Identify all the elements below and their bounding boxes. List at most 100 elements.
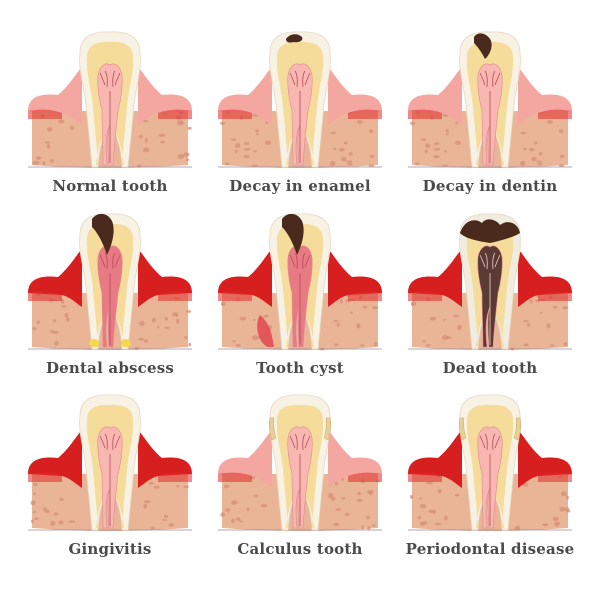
bone-pore (537, 163, 542, 166)
bone-pore (341, 497, 345, 499)
bone-pore (157, 326, 160, 328)
bone-pore (149, 482, 154, 485)
bone-pore (419, 497, 422, 499)
bone-pore (45, 141, 51, 144)
bone-pore (172, 312, 178, 316)
panel-dental-abscess: Dental abscess (10, 197, 210, 397)
bone-pore (66, 317, 70, 321)
bone-pore (139, 338, 144, 341)
bone-pore (224, 485, 230, 489)
bone-pore (536, 161, 543, 163)
bone-pore (420, 522, 425, 526)
bone-pore (445, 129, 449, 132)
tooth-illustration (390, 197, 590, 362)
bone-pore (33, 161, 40, 165)
panel-caption: Gingivitis (10, 540, 210, 558)
bone-pore (366, 516, 371, 520)
tooth-illustration (10, 197, 210, 362)
bone-pore (346, 161, 353, 163)
bone-pore (50, 521, 55, 526)
bone-pore (374, 342, 378, 346)
bone-pore (254, 150, 257, 152)
bone-pore (243, 155, 249, 158)
bone-pore (453, 315, 459, 318)
panel-calculus-tooth: Calculus tooth (200, 378, 400, 578)
tooth-illustration (390, 15, 590, 180)
bone-pore (36, 156, 42, 159)
bone-pore (225, 508, 231, 511)
panel-tooth-cyst: Tooth cyst (200, 197, 400, 397)
bone-pore (231, 138, 237, 141)
bone-pore (47, 127, 53, 131)
bone-pore (52, 331, 58, 334)
tooth-group (218, 214, 382, 351)
tooth-group (28, 32, 192, 168)
bone-pore (334, 343, 339, 346)
bone-pore (562, 307, 568, 309)
bone-pore (240, 317, 247, 321)
bone-pore (527, 323, 530, 327)
bone-pore (61, 305, 66, 307)
bone-pore (54, 341, 58, 346)
bone-pore (58, 120, 64, 124)
bone-pore (161, 141, 165, 144)
bone-pore (144, 504, 148, 509)
bone-pore (144, 340, 148, 343)
bone-pore (455, 141, 461, 145)
bone-pore (369, 164, 375, 167)
bone-pore (347, 163, 352, 166)
bone-pore (357, 492, 361, 495)
bone-pore (422, 340, 426, 342)
bone-pore (244, 142, 249, 145)
bone-pore (253, 319, 256, 321)
tooth-group (408, 32, 572, 168)
bone-pore (529, 148, 534, 152)
bone-pore (372, 307, 378, 309)
bone-pore (560, 155, 564, 158)
bone-pore (178, 154, 184, 159)
tooth-group (218, 32, 382, 168)
bone-pore (176, 485, 180, 487)
tooth-illustration (10, 15, 210, 180)
tooth-group (218, 395, 382, 531)
bone-pore (370, 155, 374, 158)
bone-pore (330, 132, 336, 135)
bone-pore (357, 499, 362, 502)
tooth-illustration (10, 378, 210, 543)
bone-pore (341, 157, 347, 161)
tooth-illustration (200, 378, 400, 543)
bone-pore (145, 138, 148, 143)
panel-caption: Periodontal disease (390, 540, 590, 558)
bone-pore (349, 152, 353, 155)
bone-pore (550, 344, 555, 346)
tooth-group (408, 214, 572, 351)
bone-pore (418, 516, 421, 519)
bone-pore (47, 144, 50, 149)
bone-pore (540, 312, 543, 314)
bone-pore (164, 317, 168, 321)
bone-pore (261, 504, 267, 508)
bone-pore (369, 129, 373, 133)
bone-pore (43, 507, 46, 511)
bone-pore (54, 512, 59, 516)
bone-pore (244, 148, 251, 151)
bone-pore (523, 320, 529, 322)
panel-dead-tooth: Dead tooth (390, 197, 590, 397)
bone-pore (188, 343, 191, 346)
tooth-group (28, 214, 192, 350)
bone-pore (411, 301, 416, 306)
panel-caption: Decay in enamel (200, 177, 400, 195)
bone-pore (64, 313, 68, 318)
bone-pore (252, 165, 258, 167)
bone-pore (523, 148, 527, 151)
bone-pore (255, 129, 259, 132)
bone-pore (438, 489, 442, 494)
bone-pore (151, 527, 156, 530)
bone-pore (434, 148, 441, 151)
bone-pore (426, 344, 431, 347)
bone-pore (559, 507, 565, 512)
bone-pore (256, 133, 259, 135)
bone-pore (254, 494, 258, 497)
bone-pore (524, 343, 529, 346)
